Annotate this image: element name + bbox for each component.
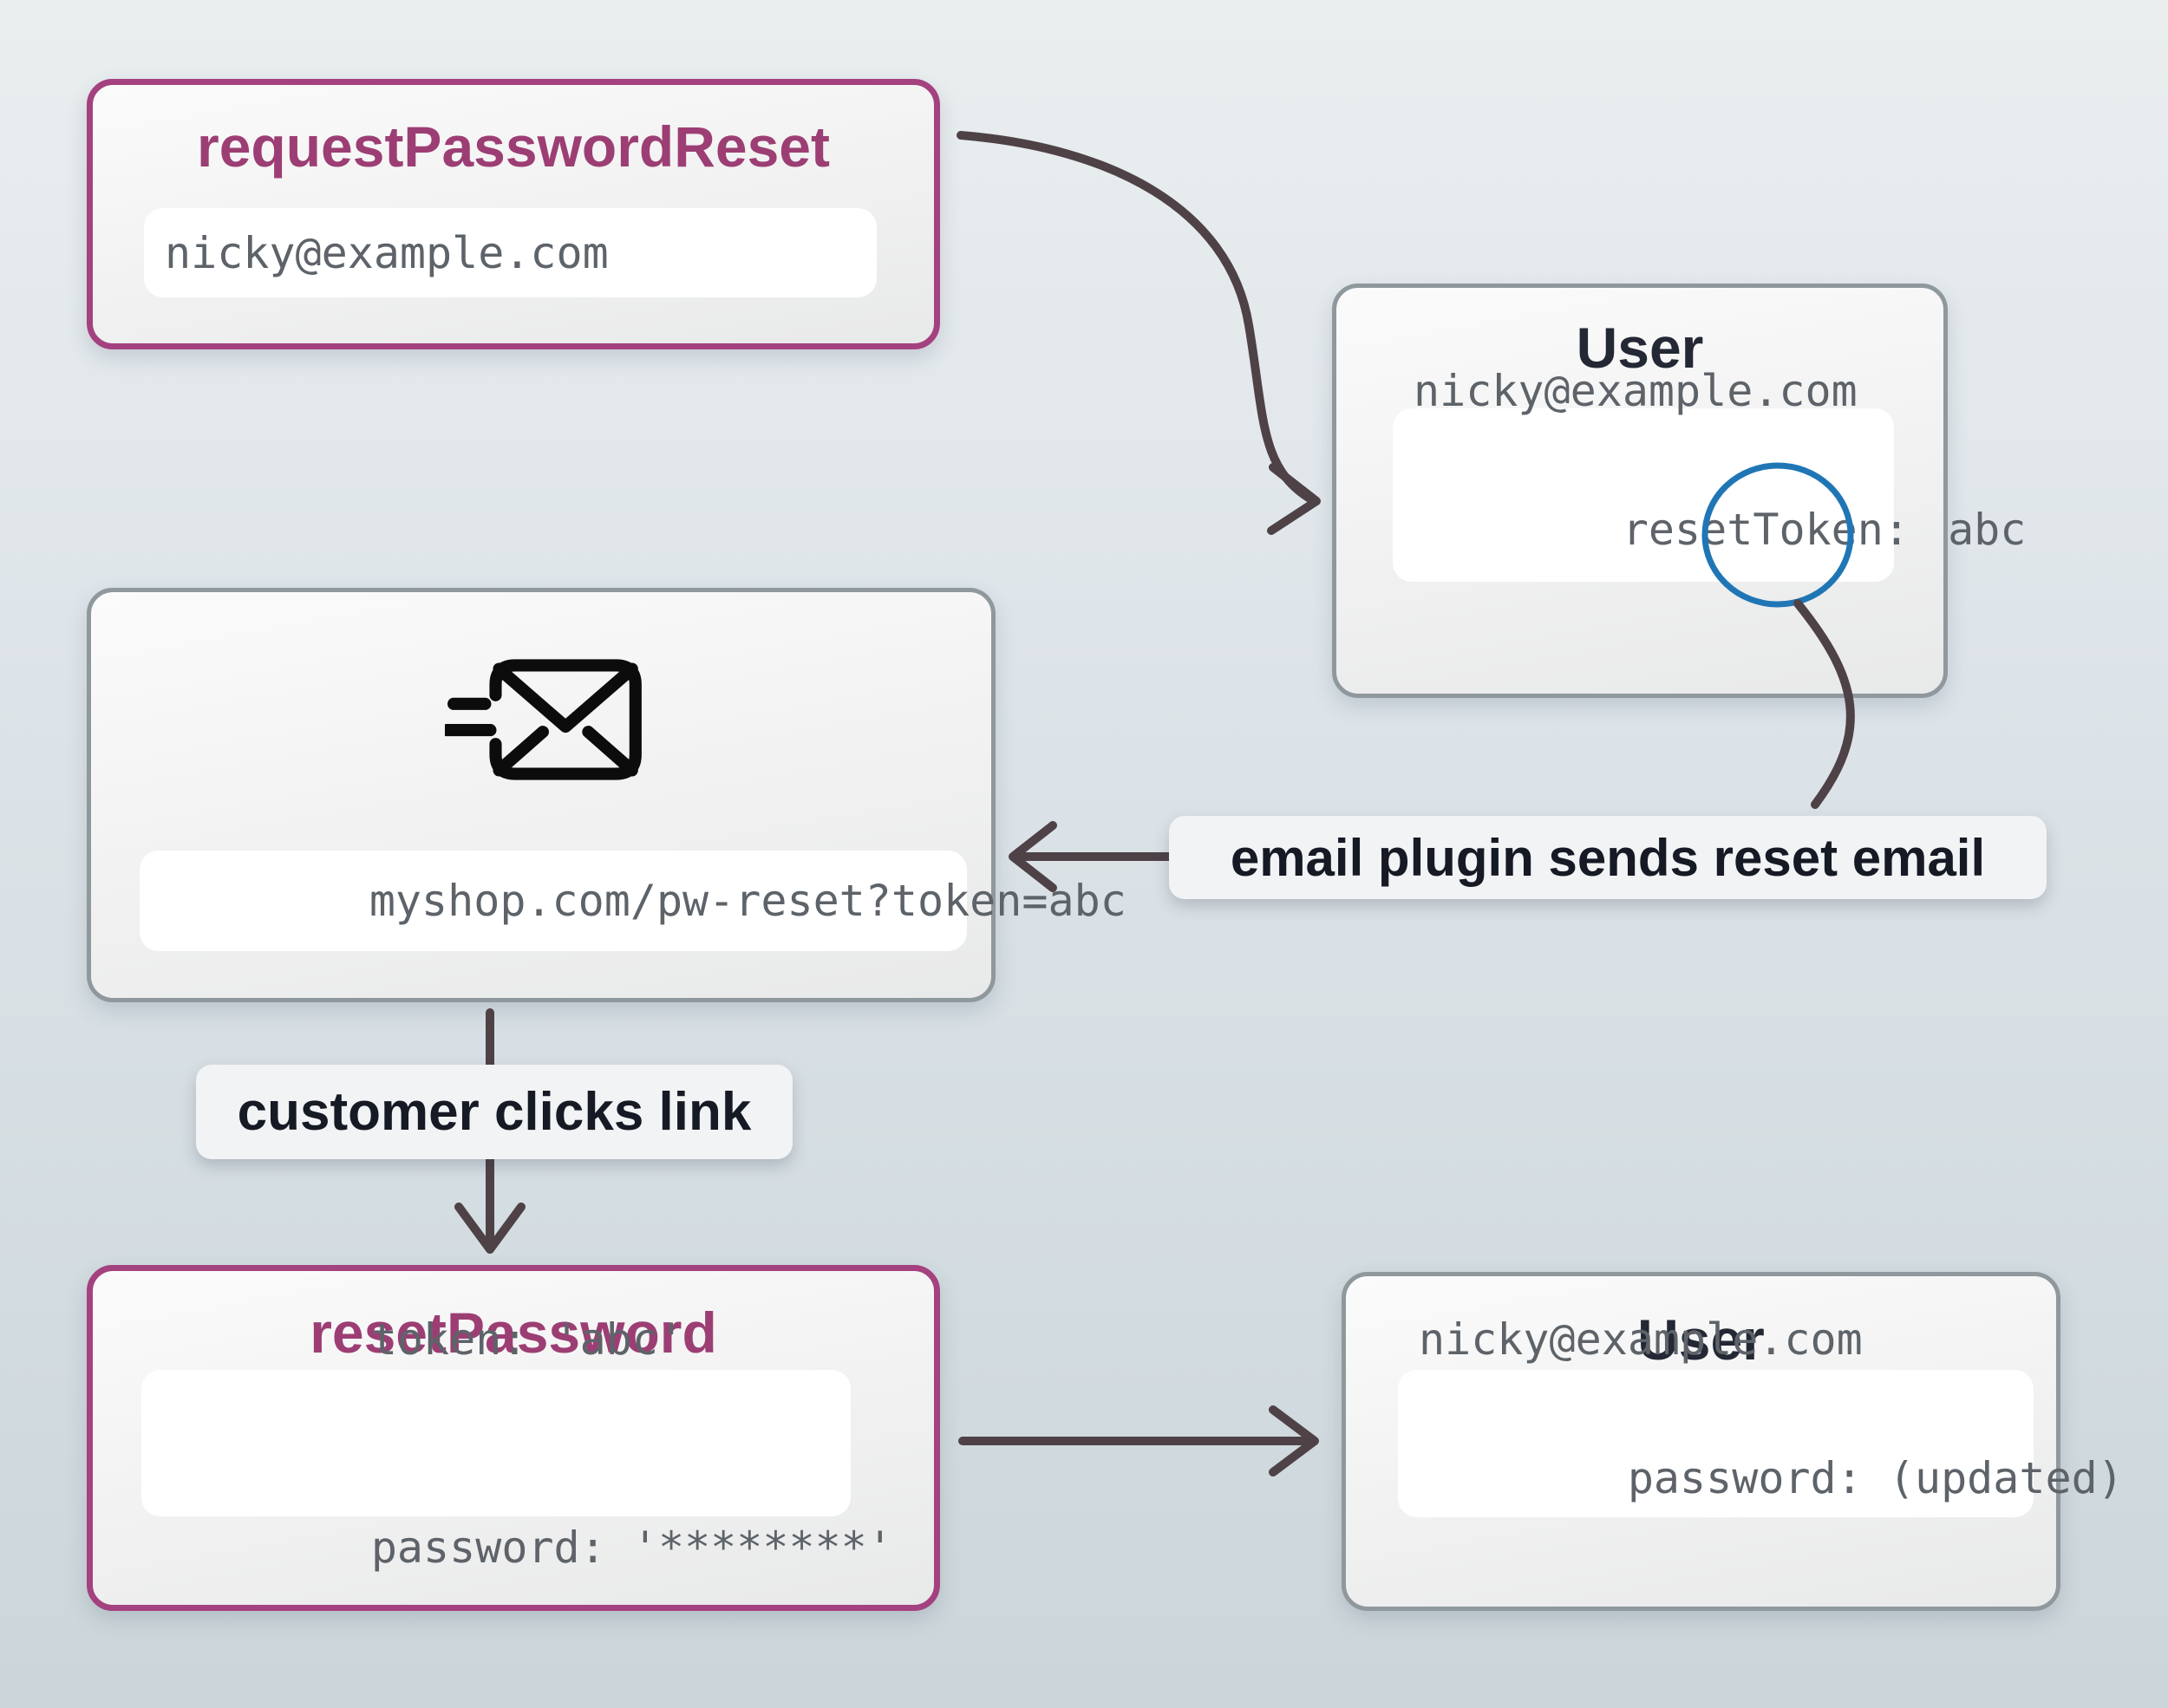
reset-password-title: resetPassword xyxy=(310,1301,717,1365)
arrowhead-request-to-user xyxy=(1267,463,1321,535)
reset-email-node: myshop.com/pw-reset?token=abc xyxy=(87,588,1126,1002)
email-input-value: nicky@example.com xyxy=(165,227,609,278)
token-label: token: xyxy=(370,1314,554,1365)
token-value: abc xyxy=(579,1314,658,1365)
reset-password-args: token: 'abc' password: '********' xyxy=(141,1314,893,1573)
url-prefix: myshop.com/pw-reset?token= xyxy=(369,876,1048,926)
close-quote: ' xyxy=(657,1314,685,1365)
reset-link-url-text: myshop.com/pw-reset?token=abc xyxy=(160,797,1126,1005)
user-bottom-email: nicky@example.com xyxy=(1419,1314,1863,1365)
user-bottom-record: nicky@example.com password: (updated) xyxy=(1398,1314,2124,1517)
email-input: nicky@example.com xyxy=(144,208,877,297)
reset-link-url: myshop.com/pw-reset?token=abc xyxy=(140,851,1126,951)
token-arg-row: token: 'abc' xyxy=(162,1235,851,1444)
arrow-request-to-user xyxy=(957,131,1316,504)
user-top-reset-token-row: resetToken: abc xyxy=(1414,426,2027,634)
user-top-record: nicky@example.com resetToken: abc xyxy=(1393,366,2026,582)
mail-send-icon xyxy=(440,649,655,790)
reset-password-node: resetPassword token: 'abc' password: '**… xyxy=(87,1265,940,1611)
open-quote: ' xyxy=(631,1522,658,1573)
user-record-top-node: User nicky@example.com resetToken: abc xyxy=(1332,284,2026,698)
customer-clicks-annotation: customer clicks link xyxy=(196,1065,793,1159)
url-token-value: abc xyxy=(1048,876,1126,926)
user-top-title: User xyxy=(1576,316,1704,380)
user-bottom-title: User xyxy=(1637,1307,1765,1372)
reset-token-value: abc xyxy=(1948,505,2027,555)
user-record-bottom-node: User nicky@example.com password: (update… xyxy=(1342,1272,2124,1611)
password-value: ******** xyxy=(657,1522,867,1573)
arrowhead-reset-to-user xyxy=(1269,1405,1319,1477)
user-top-email: nicky@example.com xyxy=(1414,366,1858,416)
password-label: password: xyxy=(370,1522,632,1573)
open-quote: ' xyxy=(553,1314,580,1365)
request-password-reset-title: requestPasswordReset xyxy=(197,114,830,179)
password-updated-value: (updated) xyxy=(1888,1453,2124,1503)
password-arg-row: password: '********' xyxy=(162,1444,893,1652)
password-label: password: xyxy=(1627,1453,1889,1503)
request-password-reset-node: requestPasswordReset nicky@example.com xyxy=(87,79,940,349)
close-quote: ' xyxy=(866,1522,893,1573)
email-plugin-annotation: email plugin sends reset email xyxy=(1169,816,2047,899)
user-bottom-password-row: password: (updated) xyxy=(1419,1374,2124,1582)
reset-token-label: resetToken: xyxy=(1622,505,1936,555)
